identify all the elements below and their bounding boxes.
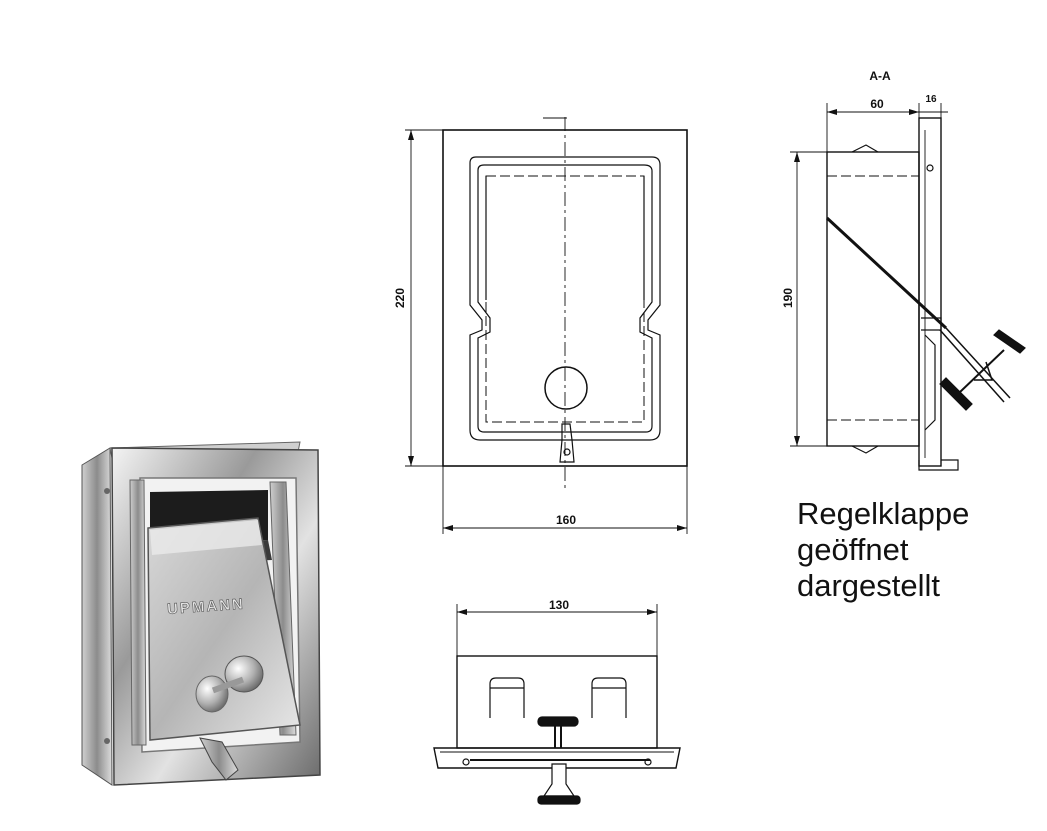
caption: Regelklappe geöffnet dargestellt: [797, 496, 969, 604]
section-view: [790, 103, 1026, 471]
front-width-label: 160: [556, 513, 576, 527]
section-title: A-A: [869, 69, 891, 83]
front-height-label: 220: [393, 288, 407, 308]
caption-line-3: dargestellt: [797, 568, 941, 603]
bottom-width-label: 130: [549, 598, 569, 612]
section-depth-label: 60: [870, 97, 884, 111]
front-view: [405, 117, 688, 534]
section-height-label: 190: [781, 288, 795, 308]
caption-line-1: Regelklappe: [797, 496, 970, 531]
bottom-view: [433, 604, 681, 805]
section-flange-label: 16: [925, 94, 937, 105]
brand-logo: UPMANN: [167, 596, 246, 618]
product-photo: UPMANN: [81, 441, 321, 786]
caption-line-2: geöffnet: [797, 532, 909, 567]
